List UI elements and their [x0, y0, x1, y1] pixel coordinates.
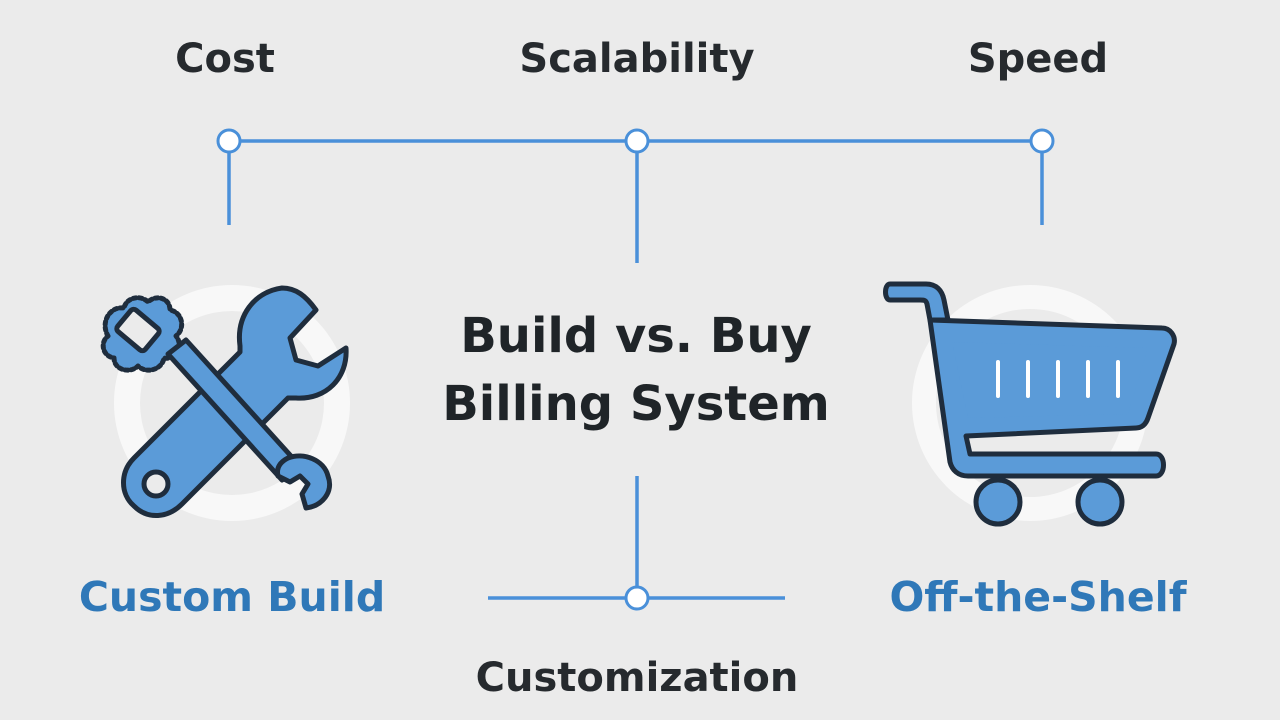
speed-node: [1029, 128, 1055, 154]
cost-label: Cost: [175, 36, 275, 82]
diagram-title: Build vs. Buy Billing System: [442, 302, 830, 438]
cost-node: [216, 128, 242, 154]
shopping-cart-icon: [883, 281, 1177, 527]
speed-label: Speed: [967, 36, 1109, 82]
title-line-2: Billing System: [442, 376, 830, 432]
bottom-connector: [488, 476, 785, 600]
custom-build-label: Custom Build: [78, 573, 386, 621]
wrench-screwdriver-icon: [100, 285, 350, 521]
top-connector: [227, 139, 1044, 263]
customization-label: Customization: [475, 655, 799, 701]
off-the-shelf-label: Off-the-Shelf: [889, 573, 1187, 621]
customization-node: [624, 585, 650, 611]
scalability-label: Scalability: [519, 36, 755, 82]
title-line-1: Build vs. Buy: [460, 308, 812, 364]
scalability-node: [624, 128, 650, 154]
